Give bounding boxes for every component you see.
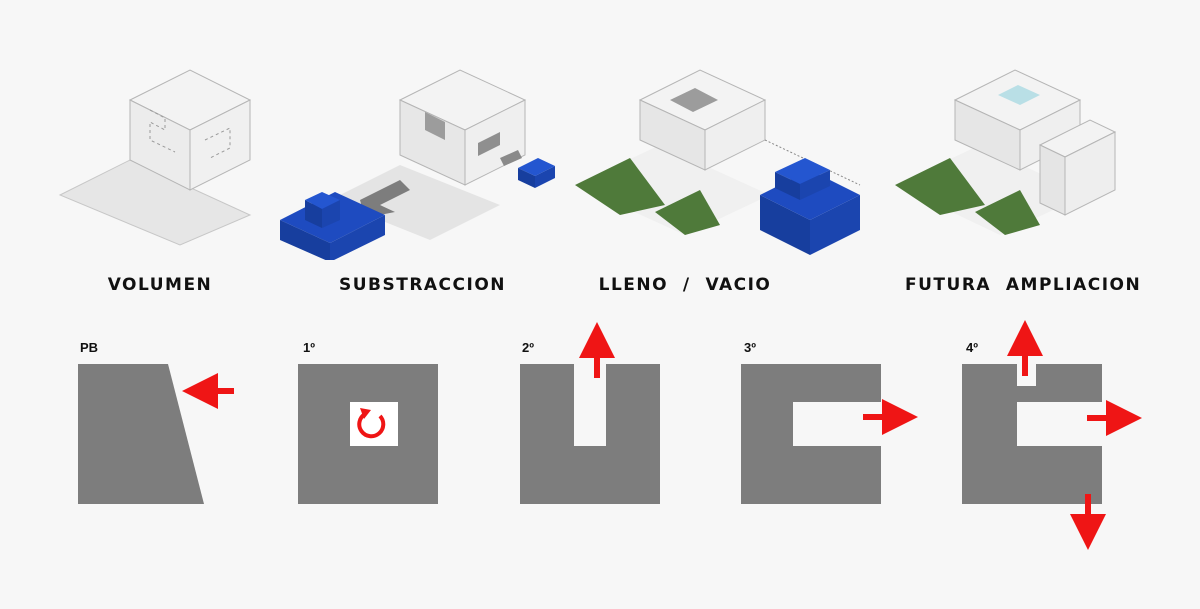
substraccion-diagram bbox=[280, 69, 555, 260]
floor-plans bbox=[78, 320, 1142, 550]
title-futura-ampliacion: FUTURA AMPLIACION bbox=[905, 275, 1142, 295]
plan-1 bbox=[298, 364, 438, 504]
floor-label-4: 4º bbox=[966, 340, 978, 355]
floor-label-3: 3º bbox=[744, 340, 756, 355]
title-volumen: VOLUMEN bbox=[107, 275, 213, 295]
lleno-vacio-diagram bbox=[575, 69, 861, 255]
futura-ampliacion-diagram bbox=[895, 69, 1117, 235]
volumen-diagram bbox=[58, 69, 252, 246]
plan-2 bbox=[520, 322, 660, 504]
title-lleno-vacio: LLENO / VACIO bbox=[598, 275, 772, 295]
floor-label-pb: PB bbox=[80, 340, 99, 355]
plan-pb bbox=[78, 364, 234, 504]
title-substraccion: SUBSTRACCION bbox=[338, 275, 507, 295]
floor-label-2: 2º bbox=[522, 340, 534, 355]
plan-3 bbox=[741, 364, 918, 504]
isometric-diagrams bbox=[58, 69, 1117, 260]
floor-label-1: 1º bbox=[303, 340, 315, 355]
plan-4 bbox=[962, 320, 1142, 550]
rotate-icon bbox=[357, 412, 386, 439]
